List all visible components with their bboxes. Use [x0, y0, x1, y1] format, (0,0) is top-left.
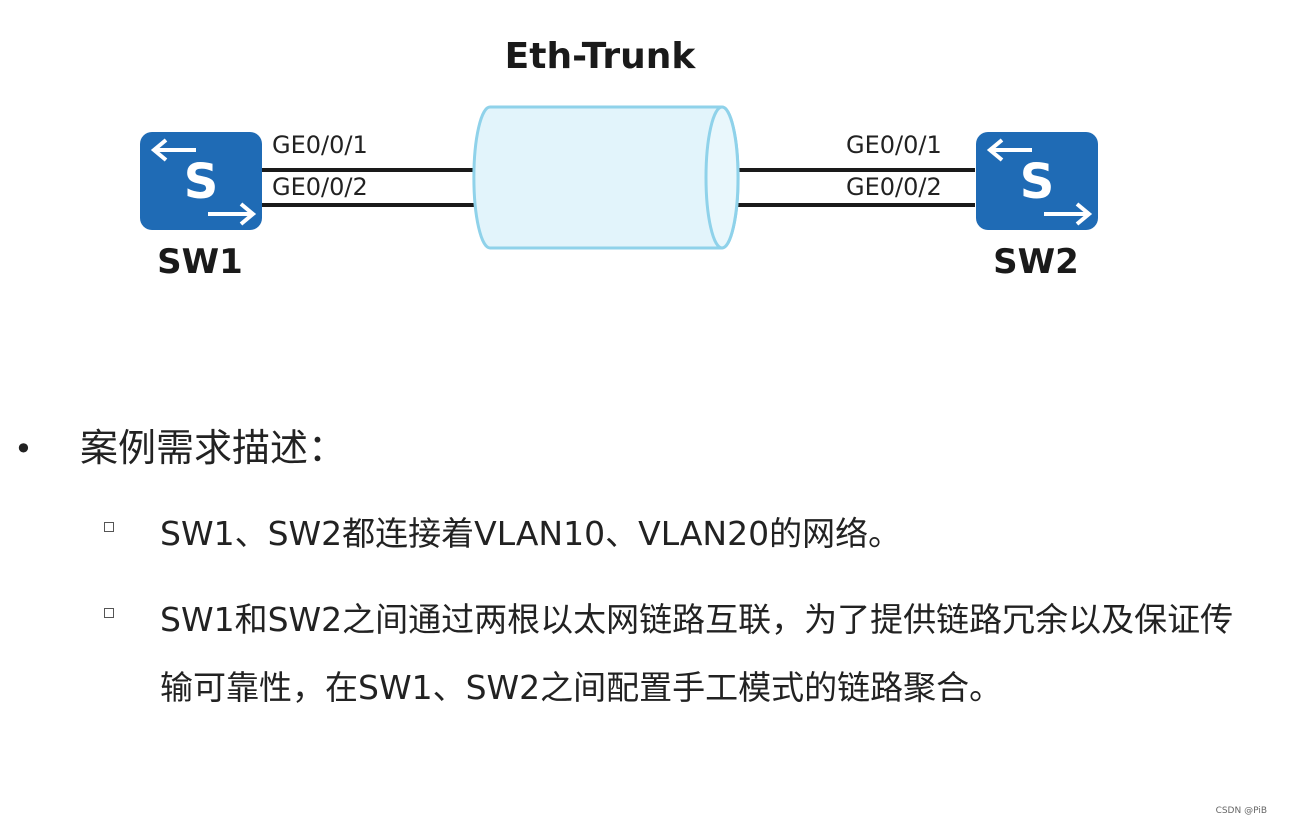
square-bullet-icon — [104, 522, 114, 532]
sw2-icon-letter: S — [1020, 154, 1055, 210]
watermark: CSDN @PiB — [1215, 806, 1267, 816]
eth-trunk-label: Eth-Trunk — [504, 36, 696, 77]
bullet-dot-icon: • — [14, 430, 33, 468]
sw2-name-label: SW2 — [993, 242, 1079, 282]
topology-diagram: Eth-Trunk S S — [0, 0, 1289, 330]
sw1-name-label: SW1 — [157, 242, 243, 282]
sw2-port-1-label: GE0/0/1 — [846, 131, 942, 159]
sw1-port-2-label: GE0/0/2 — [272, 173, 368, 201]
sw1-icon-letter: S — [184, 154, 219, 210]
sw2-port-2-label: GE0/0/2 — [846, 173, 942, 201]
requirement-text-1: SW1、SW2都连接着VLAN10、VLAN20的网络。 — [160, 514, 902, 553]
topology-svg: S S — [140, 105, 1098, 250]
square-bullet-icon — [104, 608, 114, 618]
sw2-switch-icon: S — [976, 132, 1098, 230]
sw1-port-1-label: GE0/0/1 — [272, 131, 368, 159]
case-heading-row: • 案例需求描述： — [0, 424, 1289, 474]
eth-trunk-cylinder — [472, 105, 740, 250]
case-heading: 案例需求描述： — [80, 426, 347, 470]
requirement-text-2: SW1和SW2之间通过两根以太网链路互联，为了提供链路冗余以及保证传输可靠性，在… — [160, 600, 1234, 707]
sw1-switch-icon: S — [140, 132, 262, 230]
